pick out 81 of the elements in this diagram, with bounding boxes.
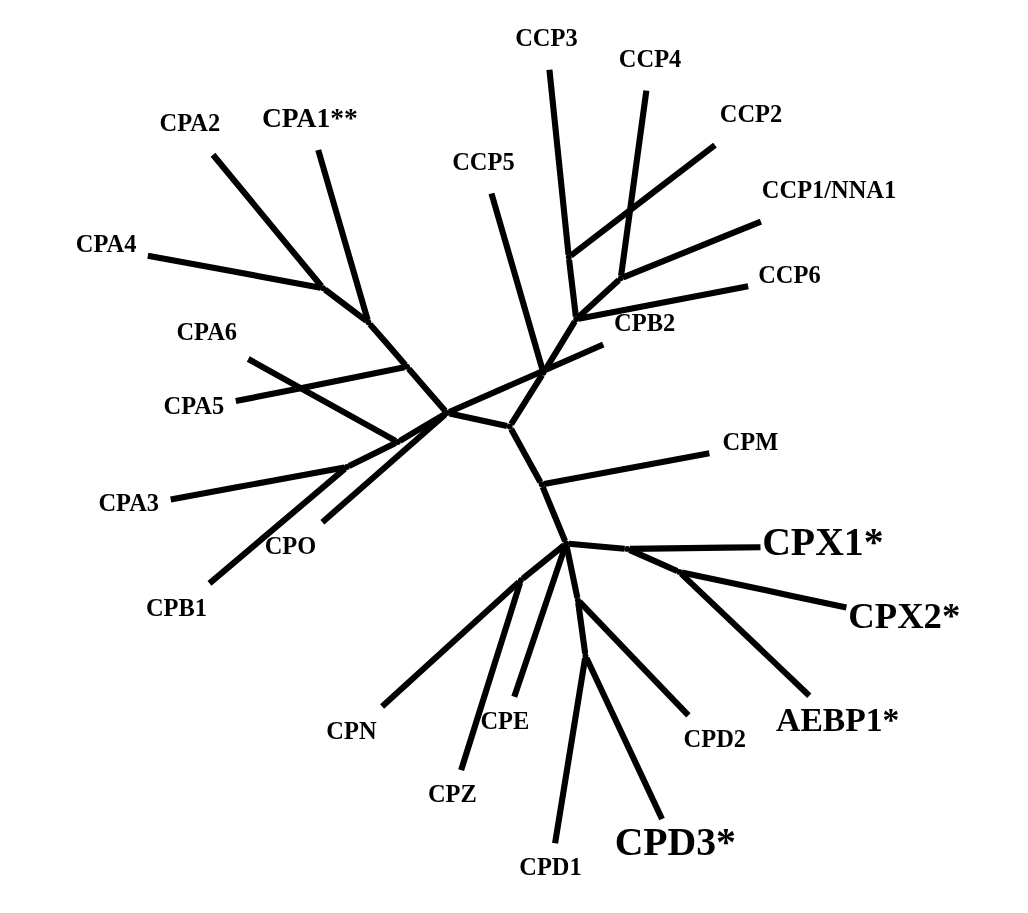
node-text: CPB2: [614, 308, 676, 336]
node-point: [676, 568, 683, 575]
connector: [543, 450, 710, 487]
node-point: [394, 439, 401, 445]
node-point: [506, 423, 513, 430]
connector: [235, 364, 406, 405]
node-text: CPA1**: [262, 102, 358, 134]
connector: [458, 581, 524, 771]
node-text: CCP4: [618, 44, 682, 72]
connector: [546, 69, 572, 256]
node-point: [617, 275, 624, 282]
connector: [147, 252, 322, 291]
connector: [575, 602, 589, 654]
connector: [448, 341, 605, 415]
node-text: CCP6: [758, 260, 821, 288]
connector: [539, 485, 568, 543]
node-point: [365, 319, 372, 326]
node-point: [563, 540, 570, 547]
connector: [207, 466, 347, 586]
node-point: [320, 285, 326, 292]
node-text: CPA4: [75, 230, 137, 258]
connector: [577, 599, 691, 718]
node-text: CPD3*: [614, 819, 736, 864]
node-point: [582, 652, 589, 659]
node-point: [574, 597, 581, 604]
connector: [380, 579, 522, 709]
connector: [170, 464, 345, 503]
node-point: [538, 481, 545, 488]
node-point: [565, 254, 572, 261]
node-text: CPD1: [519, 853, 582, 881]
connector: [367, 322, 408, 367]
connector: [628, 547, 679, 574]
connector: [578, 283, 749, 322]
connector: [618, 90, 650, 277]
node-point: [404, 363, 410, 370]
node-text: CPA2: [159, 109, 221, 137]
node-text: CPO: [264, 532, 317, 560]
connector: [569, 142, 717, 258]
node-point: [343, 464, 350, 471]
connector: [398, 411, 447, 444]
connector: [576, 277, 621, 320]
connector: [508, 427, 543, 484]
connector: [246, 356, 398, 444]
node-text: CPB1: [145, 593, 208, 621]
node-text: CPX1*: [762, 519, 884, 564]
connector: [681, 569, 847, 611]
node-text: CPN: [326, 716, 377, 744]
node-text: CPZ: [427, 780, 477, 808]
connector: [406, 366, 448, 413]
node-point: [517, 577, 524, 584]
node-text: CCP2: [719, 99, 783, 127]
node-text: AEBP1*: [776, 700, 900, 738]
connector: [323, 287, 369, 324]
node-text: CPA6: [176, 318, 238, 346]
connector: [629, 544, 761, 552]
node-point: [624, 545, 631, 552]
connector: [347, 440, 397, 469]
node-text: CPD2: [683, 725, 747, 753]
node-text: CPX2*: [848, 594, 961, 636]
node-text: CCP5: [452, 148, 515, 176]
connector: [568, 540, 625, 552]
node-point: [573, 316, 580, 323]
node-point: [444, 410, 450, 416]
node-text: CPE: [480, 706, 530, 734]
node-text: CCP1/NNA1: [761, 176, 897, 204]
connector: [566, 259, 579, 317]
connector: [520, 542, 567, 582]
node-text: CPA5: [163, 391, 225, 419]
connector: [315, 149, 371, 321]
connector: [448, 410, 508, 429]
connector: [488, 192, 546, 372]
connector: [320, 412, 448, 525]
node-text: CPM: [722, 427, 779, 455]
node-text: CPA3: [98, 489, 160, 517]
connector: [210, 152, 324, 289]
connector: [679, 571, 812, 698]
connector: [621, 218, 763, 281]
connector: [508, 373, 545, 426]
node-text: CCP3: [515, 24, 578, 52]
connector: [552, 657, 589, 844]
connector: [563, 545, 581, 599]
